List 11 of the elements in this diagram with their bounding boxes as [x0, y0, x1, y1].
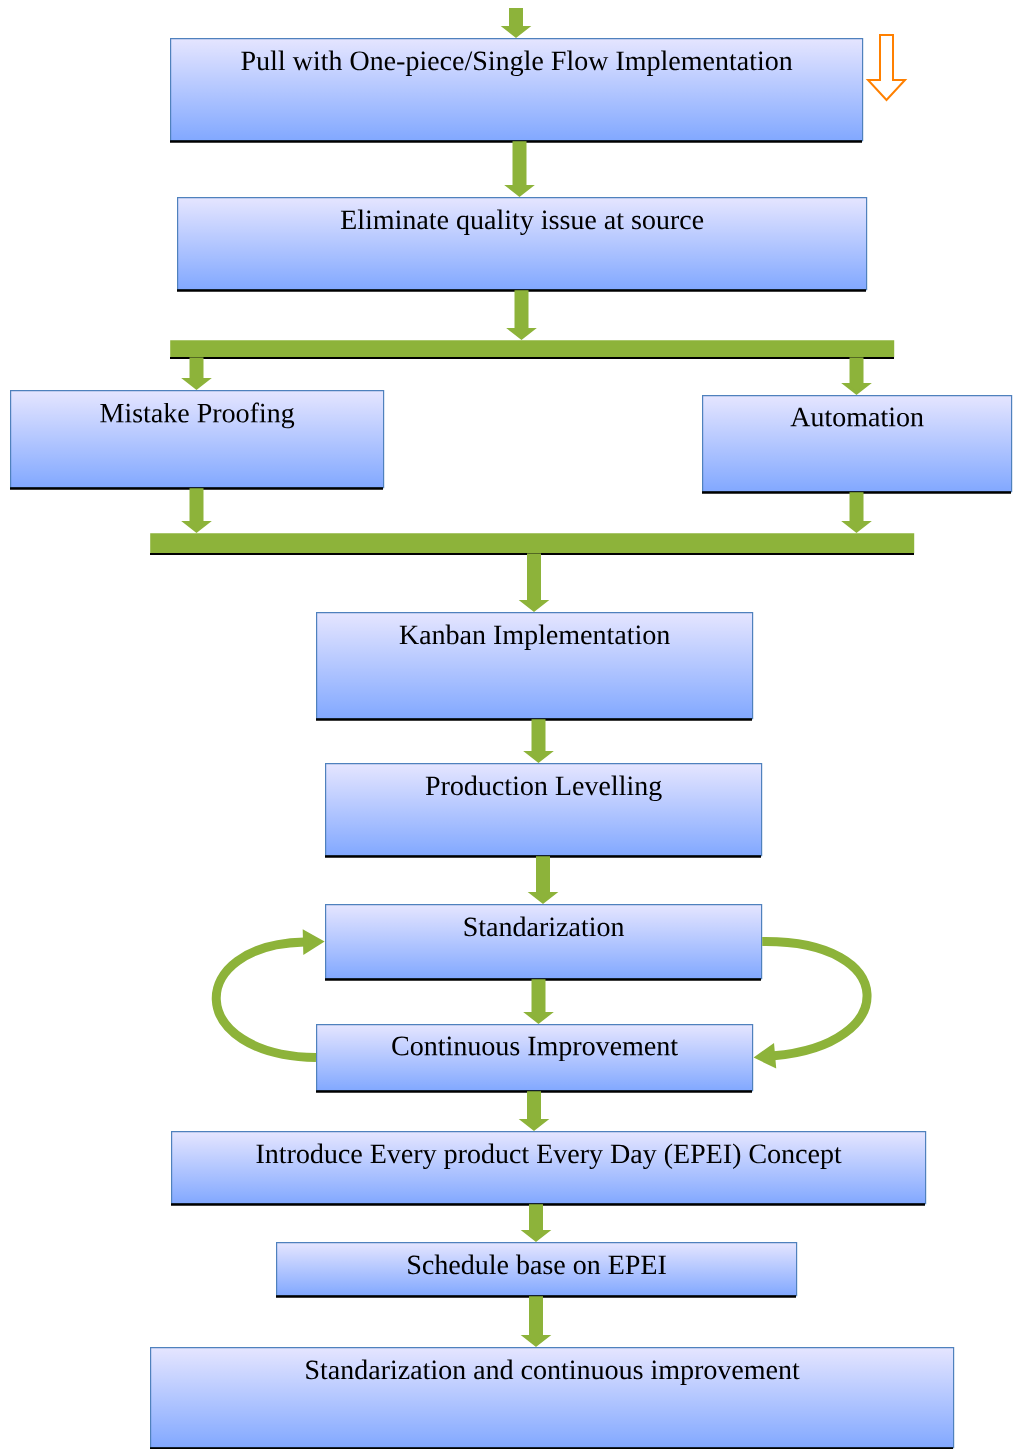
process-box: Production Levelling	[325, 763, 763, 858]
process-box: Automation	[702, 395, 1013, 494]
process-box: Standarization and continuous improvement	[150, 1347, 955, 1449]
process-box: Eliminate quality issue at source	[177, 197, 868, 292]
process-box: Introduce Every product Every Day (EPEI) Concept	[171, 1131, 927, 1206]
process-box: Schedule base on EPEI	[276, 1242, 798, 1298]
process-box: Kanban Implementation	[316, 612, 754, 721]
process-box: Standarization	[325, 904, 763, 981]
process-box: Mistake Proofing	[10, 390, 385, 490]
process-box: Continuous Improvement	[316, 1024, 754, 1093]
process-box: Pull with One-piece/Single Flow Implementation	[170, 38, 864, 143]
